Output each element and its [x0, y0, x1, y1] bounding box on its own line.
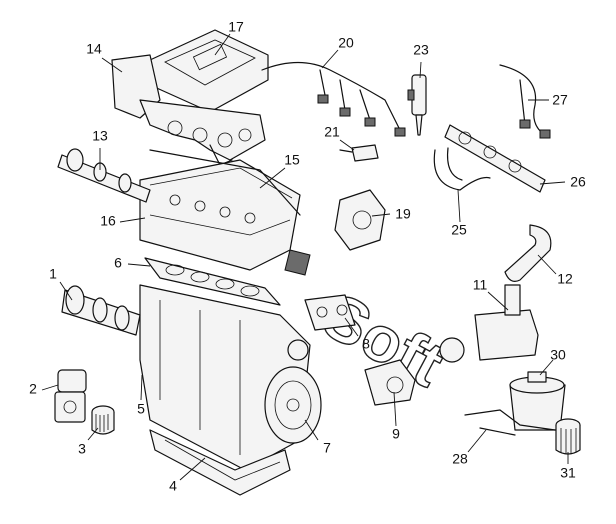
- wiring-harness-part: [261, 61, 406, 137]
- callout-6: 6: [114, 255, 122, 271]
- callout-11: 11: [473, 277, 488, 293]
- injection-pump-part: [334, 189, 386, 251]
- callout-7: 7: [323, 440, 331, 456]
- callout-25: 25: [451, 222, 467, 238]
- callout-20: 20: [338, 35, 354, 51]
- injector-part: [407, 74, 427, 136]
- callout-3: 3: [78, 441, 86, 457]
- callout-13: 13: [92, 128, 108, 144]
- callout-16: 16: [100, 213, 116, 229]
- camshaft-part: [57, 148, 151, 203]
- callout-27: 27: [552, 92, 568, 108]
- callout-labels: 1 2 3 4 5 6 7 8 9 11 12 13 14 15 16 17 1…: [29, 19, 586, 494]
- sensor-part: [339, 144, 379, 162]
- sensor-harness-part: [499, 64, 551, 139]
- callout-12: 12: [557, 271, 573, 287]
- callout-9: 9: [392, 426, 400, 442]
- callout-5: 5: [137, 401, 145, 417]
- bracket-part: [304, 294, 356, 331]
- callout-31: 31: [560, 465, 576, 481]
- thermostat-housing-part: [439, 284, 539, 363]
- fuel-line-part: [433, 147, 491, 191]
- coolant-hose-part: [504, 224, 552, 282]
- flywheel-part: [264, 366, 322, 444]
- oil-filter-part: [91, 405, 115, 435]
- actuator-part: [364, 359, 416, 406]
- engine-block-part: [139, 284, 311, 471]
- fuel-filter-housing-part: [509, 371, 566, 431]
- callout-17: 17: [228, 19, 244, 35]
- callout-26: 26: [570, 174, 586, 190]
- oil-pump-part: [54, 369, 87, 423]
- fuel-filter-element-part: [555, 418, 581, 455]
- oil-pan-part: [149, 429, 291, 496]
- callout-8: 8: [362, 336, 370, 352]
- filter-bracket-part: [464, 409, 556, 436]
- valve-cover-part: [149, 29, 269, 113]
- callout-23: 23: [413, 42, 429, 58]
- callout-2: 2: [29, 381, 37, 397]
- callout-4: 4: [169, 478, 177, 494]
- callout-14: 14: [86, 41, 102, 57]
- head-gasket-part: [144, 257, 281, 306]
- callout-28: 28: [452, 451, 468, 467]
- callout-30: 30: [550, 347, 566, 363]
- crankshaft-part: [61, 285, 141, 336]
- callout-19: 19: [395, 206, 411, 222]
- callout-15: 15: [284, 152, 300, 168]
- leader-lines: [41, 33, 569, 481]
- callout-21: 21: [324, 124, 340, 140]
- callout-1: 1: [49, 266, 57, 282]
- fuel-rail-part: [444, 124, 546, 193]
- intake-manifold-part: [111, 54, 266, 166]
